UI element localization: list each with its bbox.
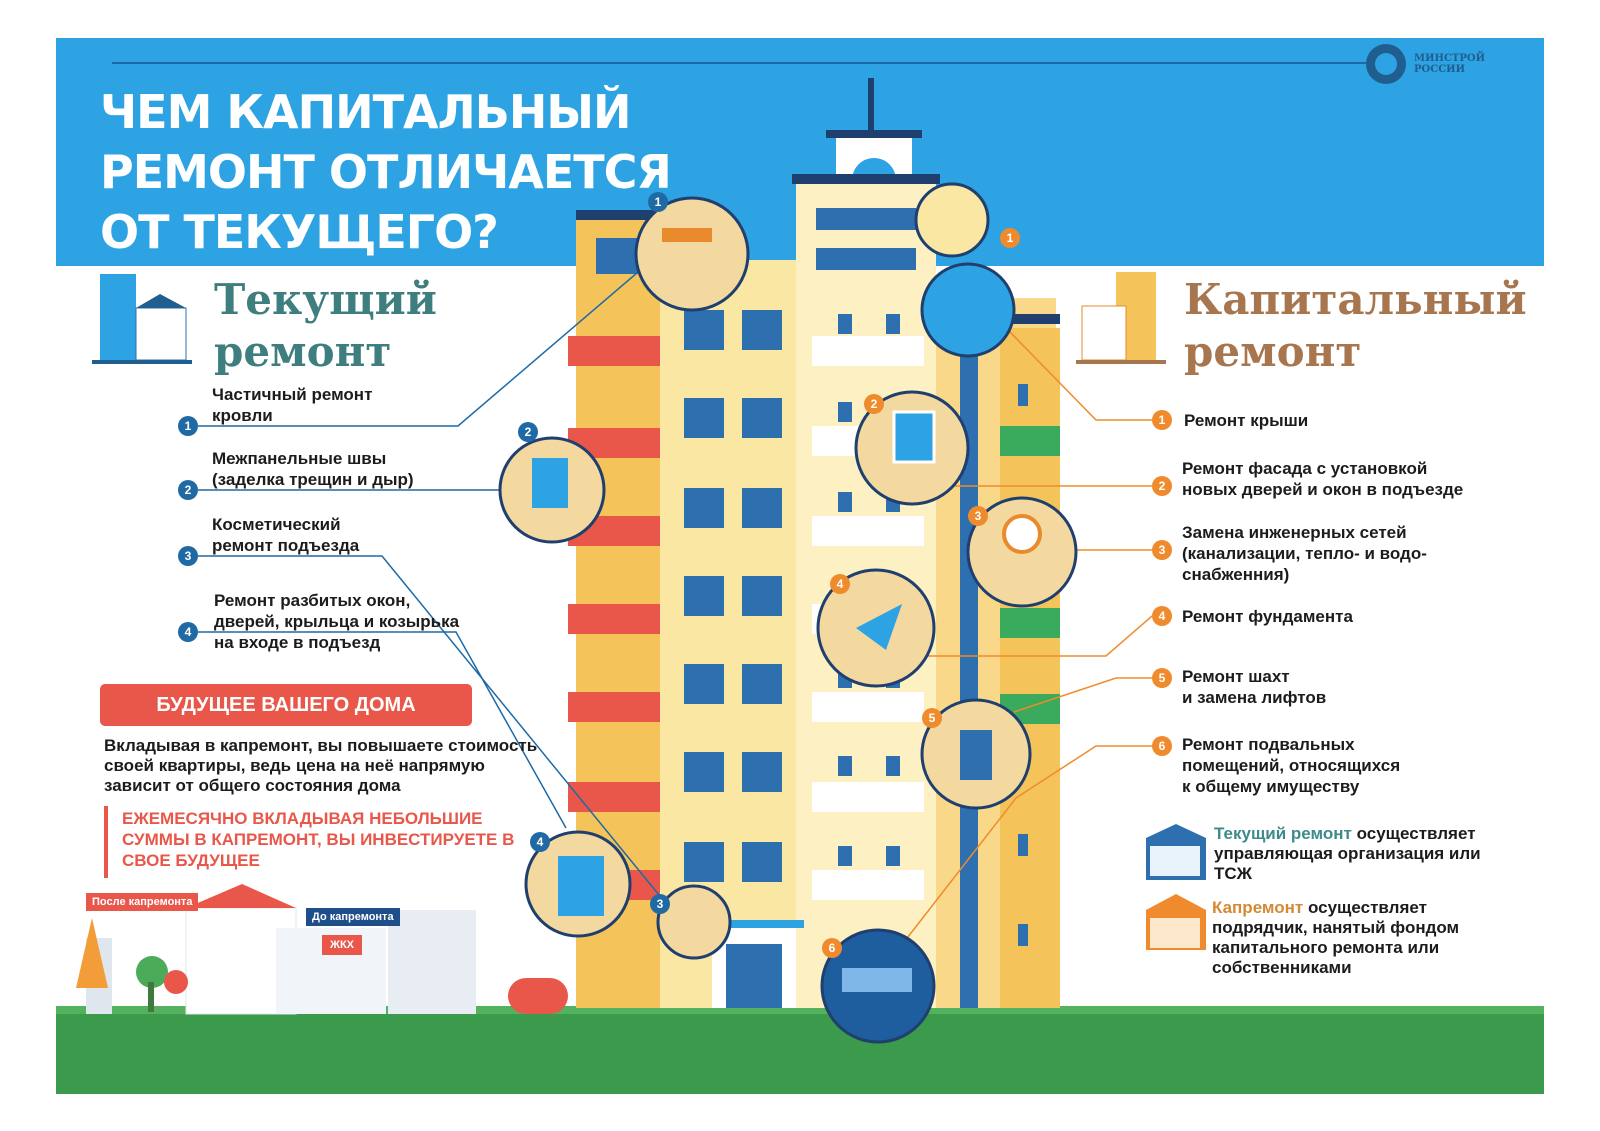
performer-icon-current	[1146, 824, 1206, 880]
capital-marker-1: 1	[1152, 410, 1172, 430]
building-illustration	[76, 44, 1406, 1044]
jkh-sign: ЖКХ	[322, 935, 362, 955]
current-marker-2: 2	[178, 480, 198, 500]
current-marker-1: 1	[178, 416, 198, 436]
capital-item-5: Ремонт шахт и замена лифтов	[1182, 667, 1327, 707]
capital-marker-3: 3	[1152, 540, 1172, 560]
circle-marker-capital-3: 3	[968, 506, 988, 526]
circle-marker-current-4: 4	[530, 832, 550, 852]
capital-connectors	[903, 327, 1153, 943]
capital-item-1: Ремонт крыши	[1184, 411, 1309, 430]
capital-item-3: Замена инженерных сетей (канализации, те…	[1182, 523, 1427, 584]
ministry-name-line2: РОССИИ	[1414, 64, 1466, 75]
capital-marker-4: 4	[1152, 606, 1172, 626]
circle-marker-capital-1: 1	[1000, 228, 1020, 248]
capital-repair-heading: Капитальный ремонт	[1184, 275, 1527, 376]
page-title: ЧЕМ КАПИТАЛЬНЫЙ РЕМОНТ ОТЛИЧАЕТСЯ ОТ ТЕК…	[100, 85, 672, 259]
performer-icon-capital	[1146, 894, 1206, 950]
performer-current-text: осуществляет управляющая организация или…	[1214, 824, 1481, 883]
detail-circles	[498, 182, 1078, 1044]
capital-item-2: Ремонт фасада с установкой новых дверей …	[1182, 459, 1464, 499]
ground	[56, 1014, 1544, 1094]
invest-accent-bar	[104, 806, 108, 878]
current-connectors	[198, 271, 669, 907]
performer-current: Текущий ремонт осуществляет управляющая …	[1214, 824, 1514, 884]
performer-capital-text: осуществляет подрядчик, нанятый фондом к…	[1212, 898, 1460, 977]
current-item-1: Частичный ремонт кровли	[212, 385, 373, 425]
current-item-4: Ремонт разбитых окон, дверей, крыльца и …	[214, 591, 460, 652]
performer-capital-label: Капремонт	[1212, 898, 1304, 917]
capital-marker-2: 2	[1152, 476, 1172, 496]
capital-item-4: Ремонт фундамента	[1182, 607, 1353, 626]
top-rule	[112, 62, 1392, 64]
current-repair-heading: Текущий ремонт	[214, 275, 437, 376]
performer-capital: Капремонт осуществляет подрядчик, наняты…	[1212, 898, 1502, 978]
infographic-frame: ЧЕМ КАПИТАЛЬНЫЙ РЕМОНТ ОТЛИЧАЕТСЯ ОТ ТЕК…	[56, 38, 1544, 1094]
ministry-emblem-icon	[1364, 44, 1408, 84]
antenna	[868, 78, 874, 138]
capital-item-6: Ремонт подвальных помещений, относящихся…	[1182, 735, 1401, 796]
current-item-2: Межпанельные швы (заделка трещин и дыр)	[212, 449, 414, 489]
ministry-name-line1: МИНСТРОЙ	[1414, 53, 1486, 64]
circle-marker-current-2: 2	[518, 422, 538, 442]
capital-marker-5: 5	[1152, 668, 1172, 688]
circle-marker-capital-5: 5	[922, 708, 942, 728]
ministry-logo: МИНСТРОЙ РОССИИ	[1364, 44, 1486, 84]
future-text: Вкладывая в капремонт, вы повышаете стои…	[104, 736, 538, 795]
small-building-icon-current	[92, 274, 192, 364]
small-building-icon-capital	[1076, 272, 1166, 364]
circle-marker-capital-4: 4	[830, 574, 850, 594]
circle-marker-current-3: 3	[650, 894, 670, 914]
circle-marker-current-1: 1	[648, 192, 668, 212]
current-marker-3: 3	[178, 546, 198, 566]
circle-marker-capital-6: 6	[822, 938, 842, 958]
future-badge: БУДУЩЕЕ ВАШЕГО ДОМА	[100, 684, 472, 726]
after-repair-flag: После капремонта	[86, 893, 199, 911]
performer-current-label: Текущий ремонт	[1214, 824, 1352, 843]
left-skyline	[76, 884, 568, 1015]
current-marker-4: 4	[178, 622, 198, 642]
invest-text: ЕЖЕМЕСЯЧНО ВКЛАДЫВАЯ НЕБОЛЬШИЕ СУММЫ В К…	[122, 809, 515, 870]
current-item-3: Косметический ремонт подъезда	[212, 515, 360, 555]
before-repair-flag: До капремонта	[306, 908, 400, 926]
circle-marker-capital-2: 2	[864, 394, 884, 414]
capital-marker-6: 6	[1152, 736, 1172, 756]
